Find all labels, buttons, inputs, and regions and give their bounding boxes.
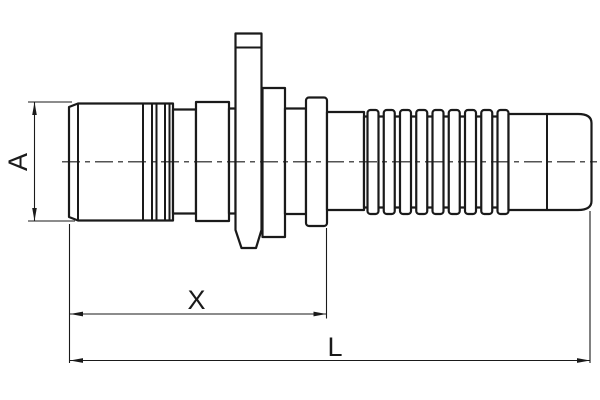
arrowhead-left bbox=[70, 358, 83, 363]
fitting-outline bbox=[67, 32, 593, 250]
dim-a-label: A bbox=[3, 153, 33, 171]
arrowhead-down bbox=[32, 208, 37, 221]
positioning-tab bbox=[234, 32, 263, 250]
washer-disc bbox=[261, 86, 287, 239]
shank-collar bbox=[325, 110, 366, 212]
arrowhead-right bbox=[577, 358, 590, 363]
dim-x-label: X bbox=[187, 285, 205, 315]
dimension-x: X bbox=[68, 224, 328, 363]
arrowhead-up bbox=[32, 102, 37, 115]
arrowhead-left bbox=[70, 311, 83, 317]
dim-l-label: L bbox=[327, 332, 342, 362]
dimension-a: A bbox=[3, 101, 75, 222]
dimension-l: L bbox=[70, 211, 591, 363]
arrowhead-right bbox=[313, 311, 327, 317]
